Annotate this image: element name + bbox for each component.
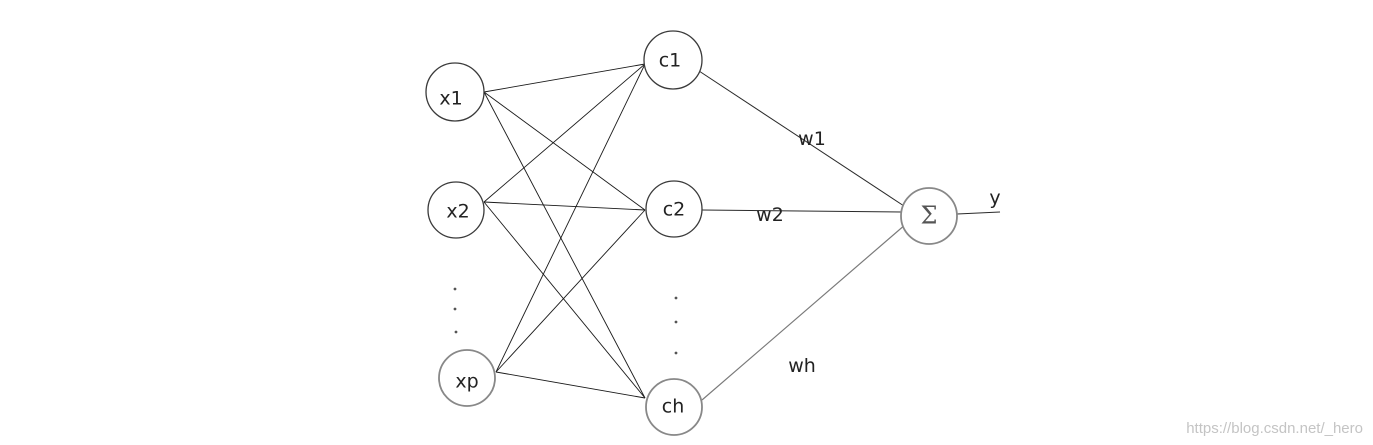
sum-symbol: Σ bbox=[921, 202, 938, 230]
output-label-y: y bbox=[989, 187, 1000, 209]
hidden-node-c1: c1 bbox=[643, 30, 703, 90]
input-node-x1: x1 bbox=[425, 62, 485, 122]
edge-sum-y bbox=[956, 211, 1001, 215]
hidden-node-c2: c2 bbox=[645, 180, 703, 238]
edge-x1-ch bbox=[483, 91, 646, 399]
watermark: https://blog.csdn.net/_hero bbox=[1186, 420, 1363, 437]
input-label-xp: xp bbox=[455, 371, 478, 393]
hidden-label-ch: ch bbox=[662, 396, 685, 418]
hidden-ellipsis bbox=[674, 296, 678, 355]
edge-x1-c1 bbox=[483, 63, 646, 93]
output-node-sum: Σ bbox=[900, 187, 958, 245]
edge-x1-c2 bbox=[483, 91, 646, 211]
edge-c1-sum bbox=[695, 68, 905, 207]
input-ellipsis bbox=[453, 287, 458, 334]
edge-xp-ch bbox=[495, 371, 646, 399]
edge-x2-c1 bbox=[483, 63, 646, 203]
hidden-node-ch: ch bbox=[645, 378, 703, 436]
edge-x2-ch bbox=[483, 201, 646, 399]
weight-label-w1: w1 bbox=[798, 128, 826, 150]
edge-xp-c2 bbox=[495, 209, 646, 373]
input-label-x1: x1 bbox=[439, 88, 462, 110]
edge-c2-sum bbox=[701, 209, 903, 213]
edge-ch-sum bbox=[701, 223, 907, 401]
weight-label-w2: w2 bbox=[756, 204, 784, 226]
hidden-output-edges bbox=[695, 68, 1001, 401]
hidden-label-c1: c1 bbox=[659, 50, 682, 72]
input-hidden-edges bbox=[483, 63, 646, 399]
input-node-x2: x2 bbox=[427, 181, 485, 239]
input-label-x2: x2 bbox=[446, 201, 469, 223]
edge-xp-c1 bbox=[495, 63, 646, 373]
hidden-label-c2: c2 bbox=[663, 199, 686, 221]
input-node-xp: xp bbox=[438, 349, 496, 407]
edge-x2-c2 bbox=[483, 201, 646, 211]
input-layer: x1 x2 xp bbox=[425, 62, 496, 407]
hidden-layer: c1 c2 ch bbox=[643, 30, 703, 436]
weight-labels: w1 w2 wh bbox=[756, 128, 826, 377]
weight-label-wh: wh bbox=[788, 355, 816, 377]
